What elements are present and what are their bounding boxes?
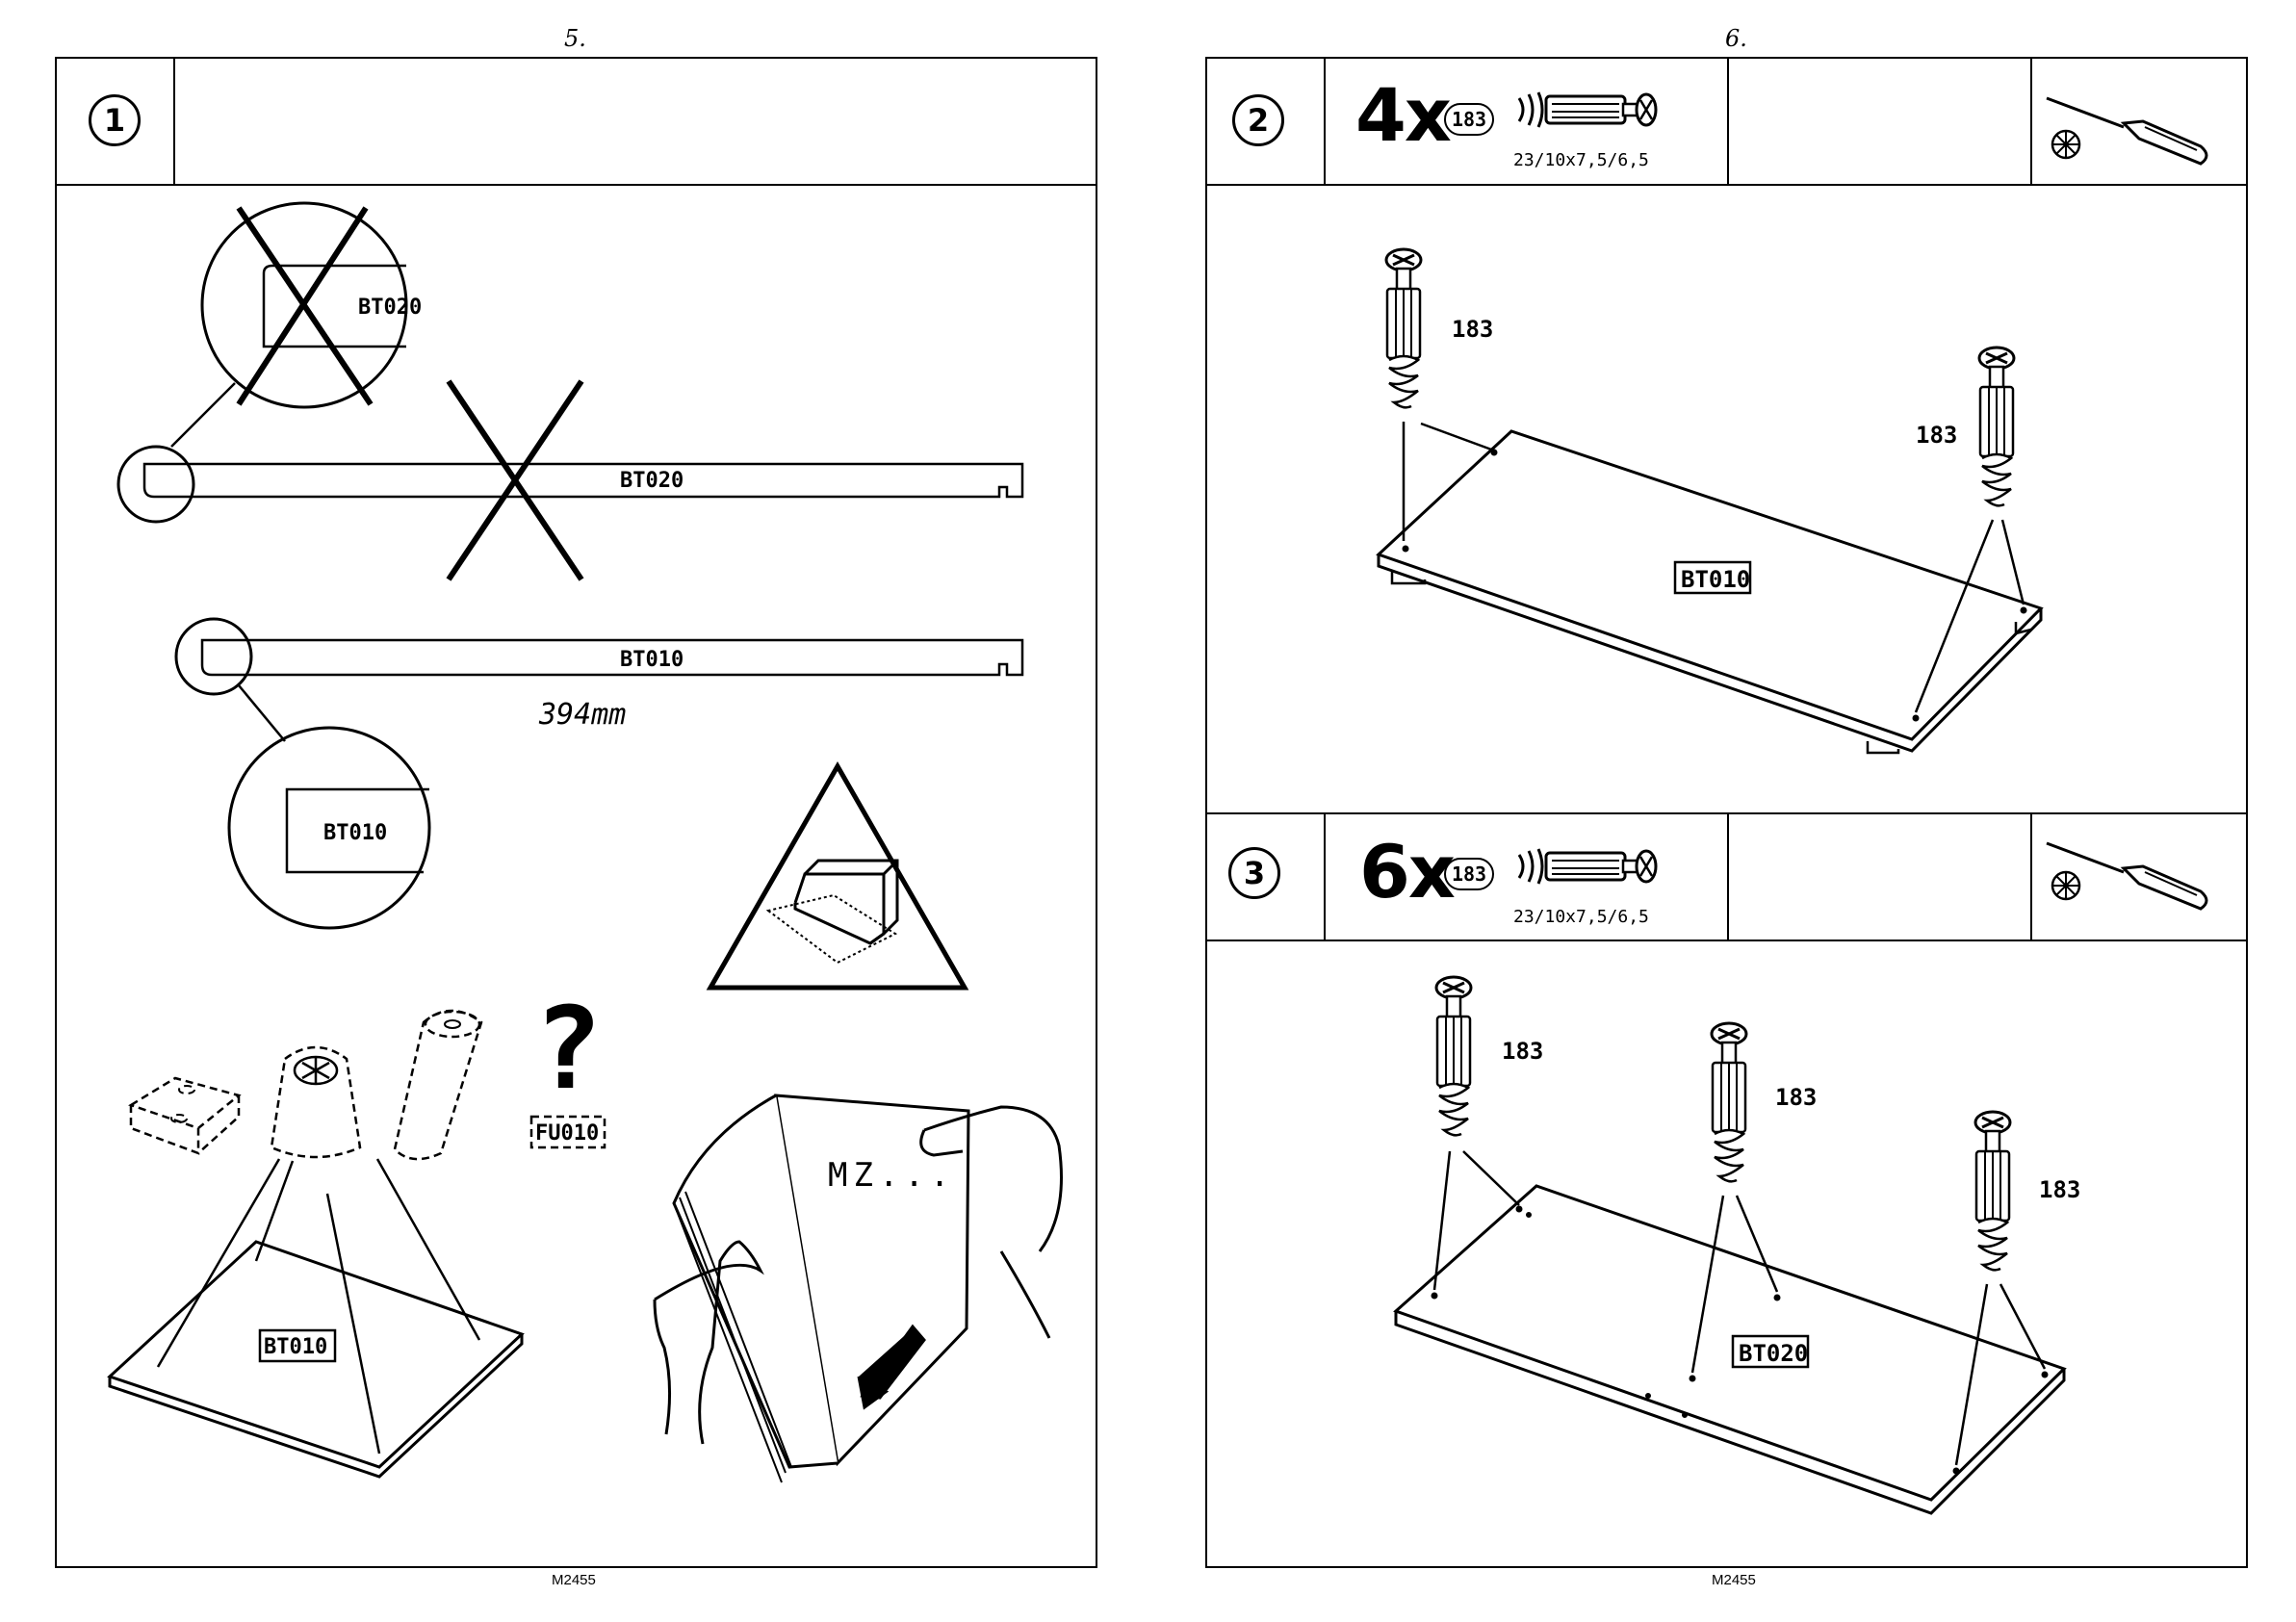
step3-cam-bolt-1 [1436,977,1471,1135]
step2-cam-bolt-left [1386,249,1421,407]
manual-text: MZ... [828,1156,955,1195]
step3-cam-bolt-2 [1712,1023,1746,1181]
zoom-circle-bt020 [171,203,406,447]
step3-callout-2: 183 [1775,1084,1817,1111]
step2-board-label: BT010 [1681,566,1750,593]
step2-callout-left: 183 [1452,316,1493,343]
question-mark: ? [533,982,602,1115]
step3-board [1396,1186,2064,1513]
manual-illustration [655,1095,1062,1482]
step3-phillips-icon [2052,872,2079,899]
step2-phillips-icon [2052,131,2079,158]
step2-cam-bolt-right [1979,348,2014,505]
cam-top-icon [295,1057,337,1084]
length-dimension: 394mm [538,698,626,732]
step3-cam-bolt-icon [1519,849,1656,884]
label-bt010-board: BT010 [264,1335,327,1359]
label-bt010-zoom: BT010 [323,821,387,845]
step3-board-label: BT020 [1739,1340,1808,1367]
bar-bt010 [176,619,1022,928]
label-bt020-bar: BT020 [620,469,684,493]
label-bt010-bar: BT010 [620,648,684,672]
board-bt010-parts [110,1159,522,1477]
warning-triangle-icon [710,766,965,988]
bar-bt020 [118,381,1022,579]
step2-cam-bolt-icon [1519,92,1656,127]
dowel-hole [445,1020,460,1028]
step3-cam-bolt-3 [1975,1112,2010,1270]
label-bt020-zoom: BT020 [358,296,422,320]
label-fu010: FU010 [535,1121,599,1146]
step2-callout-right: 183 [1916,422,1957,449]
step3-callout-3: 183 [2039,1176,2080,1203]
step3-callout-1: 183 [1502,1038,1543,1065]
